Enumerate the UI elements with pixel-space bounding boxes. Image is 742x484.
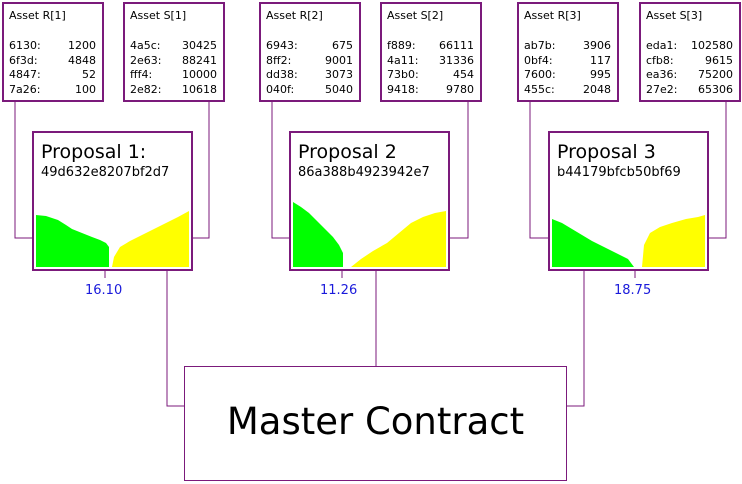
curve-green — [293, 202, 343, 267]
asset-row: 9418:9780 — [387, 82, 474, 96]
asset-s1-box: Asset S[1] 4a5c:30425 2e63:88241 fff4:10… — [123, 2, 225, 102]
asset-row: 6f3d:4848 — [9, 53, 96, 67]
asset-rows: ab7b:3906 0bf4:117 7600:995 455c:2048 — [524, 39, 611, 97]
curve-green — [552, 219, 634, 267]
link-asset-r3 — [529, 102, 549, 239]
asset-row: f889:66111 — [387, 39, 474, 52]
asset-row: 8ff2:9001 — [266, 53, 353, 67]
asset-s2-box: Asset S[2] f889:66111 4a11:31336 73b0:45… — [380, 2, 482, 102]
proposal-2-box: Proposal 2 86a388b4923942e7 — [289, 131, 450, 271]
asset-row: 4a11:31336 — [387, 53, 474, 67]
asset-row: 4847:52 — [9, 68, 96, 81]
asset-row: cfb8:9615 — [646, 53, 733, 67]
asset-row: 27e2:65306 — [646, 82, 733, 96]
curve-yellow — [112, 211, 189, 267]
curve-green — [36, 215, 109, 267]
asset-row: ea36:75200 — [646, 68, 733, 81]
asset-r2-box: Asset R[2] 6943:675 8ff2:9001 dd38:3073 … — [259, 2, 361, 102]
link-asset-s3 — [708, 102, 727, 239]
asset-rows: eda1:102580 cfb8:9615 ea36:75200 27e2:65… — [646, 39, 733, 97]
asset-rows: 6130:1200 6f3d:4848 4847:52 7a26:100 — [9, 39, 96, 97]
asset-rows: 6943:675 8ff2:9001 dd38:3073 040f:5040 — [266, 39, 353, 97]
asset-row: 2e82:10618 — [130, 82, 217, 96]
asset-row: 4a5c:30425 — [130, 39, 217, 52]
asset-row: 7600:995 — [524, 68, 611, 81]
asset-title: Asset S[2] — [387, 9, 444, 22]
link-asset-s2 — [450, 102, 469, 239]
asset-s3-box: Asset S[3] eda1:102580 cfb8:9615 ea36:75… — [639, 2, 741, 102]
asset-row: 73b0:454 — [387, 68, 474, 81]
proposal-title: Proposal 1: — [41, 141, 147, 163]
proposal-3-box: Proposal 3 b44179bfcb50bf69 — [548, 131, 709, 271]
asset-rows: f889:66111 4a11:31336 73b0:454 9418:9780 — [387, 39, 474, 97]
asset-row: 455c:2048 — [524, 82, 611, 96]
proposal-1-box: Proposal 1: 49d632e8207bf2d7 — [32, 131, 193, 271]
asset-title: Asset R[2] — [266, 9, 323, 22]
link-proposal1-master — [166, 270, 184, 407]
curve-yellow — [351, 211, 446, 267]
proposal-title: Proposal 2 — [298, 141, 397, 163]
link-asset-s1 — [192, 102, 210, 239]
asset-title: Asset R[3] — [524, 9, 581, 22]
link-asset-r2 — [271, 102, 290, 239]
master-contract-box: Master Contract — [184, 366, 567, 481]
liquidity-curve — [552, 215, 705, 267]
proposal-2-price: 11.26 — [320, 283, 358, 298]
asset-row: 2e63:88241 — [130, 53, 217, 67]
liquidity-curve — [36, 211, 189, 267]
master-contract-label: Master Contract — [226, 400, 525, 443]
link-proposal3-master — [567, 270, 585, 407]
asset-row: fff4:10000 — [130, 68, 217, 81]
asset-row: 7a26:100 — [9, 82, 96, 96]
link-asset-r1 — [14, 102, 33, 239]
asset-row: 6130:1200 — [9, 39, 96, 52]
asset-row: 0bf4:117 — [524, 53, 611, 67]
proposal-hash: 49d632e8207bf2d7 — [41, 165, 170, 180]
proposal-1-price: 16.10 — [85, 283, 123, 298]
asset-row: dd38:3073 — [266, 68, 353, 81]
curve-yellow — [642, 215, 705, 267]
asset-r1-box: Asset R[1] 6130:1200 6f3d:4848 4847:52 7… — [2, 2, 104, 102]
asset-rows: 4a5c:30425 2e63:88241 fff4:10000 2e82:10… — [130, 39, 217, 97]
asset-title: Asset S[1] — [130, 9, 187, 22]
asset-title: Asset S[3] — [646, 9, 703, 22]
asset-row: eda1:102580 — [646, 39, 733, 52]
proposal-3-price: 18.75 — [614, 283, 652, 298]
liquidity-curve — [293, 202, 446, 267]
proposal-hash: 86a388b4923942e7 — [298, 165, 430, 180]
proposal-hash: b44179bfcb50bf69 — [557, 165, 681, 180]
proposal-title: Proposal 3 — [557, 141, 656, 163]
asset-row: 040f:5040 — [266, 82, 353, 96]
asset-row: 6943:675 — [266, 39, 353, 52]
asset-r3-box: Asset R[3] ab7b:3906 0bf4:117 7600:995 4… — [517, 2, 619, 102]
asset-title: Asset R[1] — [9, 9, 66, 22]
asset-row: ab7b:3906 — [524, 39, 611, 52]
